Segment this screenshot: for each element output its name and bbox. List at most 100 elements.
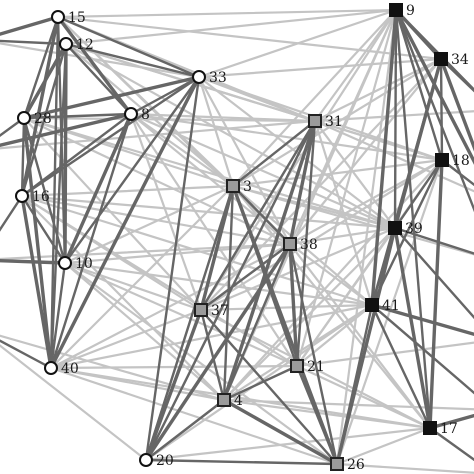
node-label: 28 <box>34 111 52 127</box>
strong-edge <box>63 42 68 265</box>
strong-edge <box>144 75 201 462</box>
node-15: 15 <box>51 10 86 26</box>
strong-edge <box>428 426 474 462</box>
node-9: 9 <box>389 3 415 19</box>
weak-edge <box>199 226 397 312</box>
strong-edge <box>22 116 53 370</box>
node-37: 37 <box>194 303 229 319</box>
node-square-marker <box>330 457 344 471</box>
node-square-marker <box>194 303 208 317</box>
strong-edge <box>0 39 68 46</box>
node-26: 26 <box>330 457 365 473</box>
strong-edge <box>0 116 26 137</box>
node-3: 3 <box>226 179 252 195</box>
weak-edge <box>49 303 374 370</box>
node-41: 41 <box>365 298 400 314</box>
node-label: 18 <box>452 153 470 169</box>
strong-edge <box>393 226 474 320</box>
strong-edge <box>144 458 339 466</box>
strong-edge <box>56 15 133 116</box>
weak-edge <box>231 8 398 188</box>
strong-edge <box>295 119 317 368</box>
node-label: 9 <box>406 3 415 19</box>
weak-edge <box>222 398 474 411</box>
strong-edge <box>144 184 235 462</box>
node-label: 16 <box>32 189 50 205</box>
strong-edge <box>393 226 432 430</box>
strong-edge <box>439 57 474 152</box>
weak-edge <box>63 261 299 368</box>
strong-edge <box>56 15 201 79</box>
weak-edge <box>129 112 203 312</box>
weak-edge <box>199 303 374 312</box>
node-17: 17 <box>423 421 458 437</box>
weak-edge <box>0 344 148 462</box>
node-18: 18 <box>435 153 470 169</box>
node-circle-marker <box>51 10 65 24</box>
strong-edge <box>199 308 226 402</box>
node-label: 38 <box>300 237 318 253</box>
node-circle-marker <box>192 70 206 84</box>
weak-edge <box>49 366 432 430</box>
strong-edge <box>335 303 374 466</box>
node-12: 12 <box>59 37 94 53</box>
weak-edge <box>49 242 292 370</box>
strong-edge <box>64 42 201 79</box>
weak-edge <box>20 184 235 198</box>
strong-edge <box>199 308 339 466</box>
weak-edge <box>49 184 235 370</box>
weak-edge <box>313 8 398 123</box>
strong-edge <box>0 112 133 147</box>
strong-edge <box>22 112 133 120</box>
weak-edge <box>222 226 397 402</box>
strong-edge <box>129 75 201 116</box>
strong-edge <box>20 194 53 370</box>
weak-edge <box>231 57 443 188</box>
strong-edge <box>439 57 444 162</box>
node-34: 34 <box>434 52 469 68</box>
strong-edge <box>49 75 201 370</box>
strong-edge <box>22 116 67 265</box>
node-label: 31 <box>325 114 343 130</box>
weak-edge <box>63 261 339 466</box>
weak-edge <box>49 366 339 466</box>
strong-edge <box>0 259 67 265</box>
weak-edge <box>144 426 432 462</box>
weak-edge <box>231 158 444 188</box>
strong-edge <box>288 242 339 466</box>
strong-edge <box>370 8 398 307</box>
weak-edge <box>197 8 398 79</box>
weak-edge <box>199 158 444 312</box>
strong-edge <box>49 112 133 370</box>
node-label: 20 <box>156 453 174 469</box>
node-square-marker <box>389 3 403 17</box>
node-8: 8 <box>124 107 150 123</box>
strong-edge <box>231 119 317 188</box>
node-label: 37 <box>211 303 229 319</box>
node-40: 40 <box>44 361 79 377</box>
weak-edge <box>199 8 398 312</box>
node-31: 31 <box>308 114 343 130</box>
strong-edge <box>440 158 474 187</box>
node-20: 20 <box>139 453 174 469</box>
weak-edge <box>295 8 398 368</box>
strong-edge <box>222 184 235 402</box>
node-label: 15 <box>68 10 86 26</box>
strong-edge <box>49 261 67 370</box>
strong-edge <box>49 42 68 370</box>
strong-edge <box>199 242 292 312</box>
weak-edge <box>129 112 444 162</box>
strong-edge <box>63 75 201 265</box>
strong-edge <box>20 116 26 198</box>
strong-edge <box>394 8 474 165</box>
weak-edge <box>295 303 374 368</box>
node-label: 41 <box>382 298 400 314</box>
weak-edge <box>288 158 444 246</box>
strong-edge <box>144 119 317 462</box>
weak-edge <box>231 184 374 307</box>
node-label: 17 <box>440 421 458 437</box>
strong-edge <box>64 42 133 116</box>
node-28: 28 <box>17 111 52 127</box>
